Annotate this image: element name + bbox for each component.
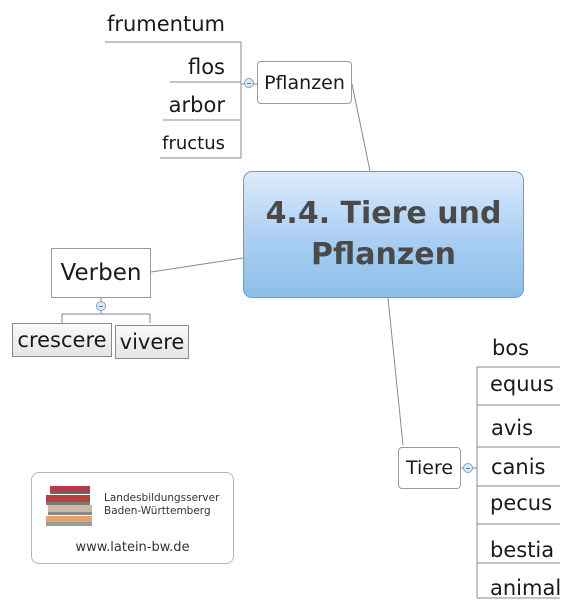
verben-item-vivere[interactable]: vivere [115, 325, 189, 359]
central-topic[interactable]: 4.4. Tiere und Pflanzen [243, 171, 524, 298]
logo-line2: Baden-Württemberg [104, 505, 211, 517]
central-title-line1: 4.4. Tiere und [265, 196, 502, 231]
logo-url[interactable]: www.latein-bw.de [75, 540, 190, 555]
tiere-item-pecus[interactable]: pecus [490, 491, 553, 515]
tiere-label: Tiere [405, 457, 454, 479]
verben-node[interactable]: Verben [51, 248, 151, 298]
pflanzen-collapse-icon[interactable] [244, 78, 254, 88]
stacked-books-icon [46, 486, 92, 526]
verben-collapse-icon[interactable] [96, 301, 106, 311]
pflanzen-label: Pflanzen [264, 71, 345, 94]
logo-line1: Landesbildungsserver [104, 492, 220, 504]
pflanzen-item-frumentum[interactable]: frumentum [106, 12, 225, 36]
tiere-item-canis[interactable]: canis [491, 455, 546, 479]
pflanzen-item-arbor[interactable]: arbor [168, 93, 225, 117]
tiere-item-avis[interactable]: avis [491, 416, 534, 440]
verben-label: Verben [60, 260, 142, 286]
pflanzen-node[interactable]: Pflanzen [257, 61, 352, 104]
pflanzen-item-fructus[interactable]: fructus [162, 133, 225, 154]
tiere-item-animal[interactable]: animal [490, 576, 562, 600]
tiere-item-bestia[interactable]: bestia [490, 538, 555, 562]
tiere-item-bos[interactable]: bos [492, 336, 530, 360]
pflanzen-item-flos[interactable]: flos [187, 55, 225, 79]
verben-item-crescere[interactable]: crescere [12, 323, 112, 357]
tiere-item-equus[interactable]: equus [490, 372, 554, 396]
logo-card[interactable]: Landesbildungsserver Baden-Württemberg w… [31, 472, 234, 564]
tiere-node[interactable]: Tiere [398, 447, 461, 489]
tiere-collapse-icon[interactable] [463, 463, 473, 473]
central-title-line2: Pflanzen [310, 236, 456, 272]
